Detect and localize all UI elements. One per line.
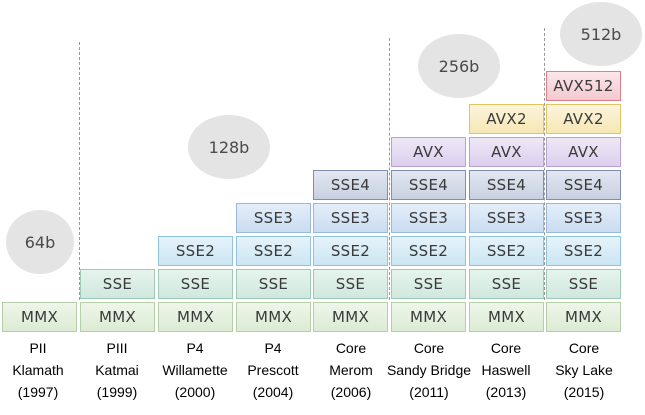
divider-256-512 [544, 28, 545, 300]
block-sse4: SSE4 [469, 170, 544, 200]
processor-name: Willamette [162, 362, 228, 378]
block-sse3: SSE3 [236, 203, 311, 233]
processor-year: (2015) [563, 384, 605, 400]
block-mmx: MMX [80, 302, 155, 332]
column-label-willamette: P4 Willamette (2000) [153, 337, 237, 403]
processor-name: Klamath [12, 362, 64, 378]
processor-family: P4 [186, 340, 204, 356]
bubble-512b: 512b [560, 2, 642, 66]
block-sse: SSE [313, 269, 388, 299]
block-sse2: SSE2 [469, 236, 544, 266]
processor-year: (2013) [485, 384, 527, 400]
block-mmx: MMX [158, 302, 233, 332]
processor-name: Sandy Bridge [386, 362, 472, 378]
block-avx2: AVX2 [546, 104, 621, 134]
bubble-128b: 128b [188, 115, 270, 179]
block-mmx: MMX [546, 302, 621, 332]
processor-name: Haswell [481, 362, 531, 378]
block-sse3: SSE3 [313, 203, 388, 233]
block-sse: SSE [80, 269, 155, 299]
block-mmx: MMX [2, 302, 77, 332]
block-sse2: SSE2 [236, 236, 311, 266]
block-sse2: SSE2 [158, 236, 233, 266]
processor-name: Prescott [247, 362, 299, 378]
block-mmx: MMX [469, 302, 544, 332]
block-sse3: SSE3 [469, 203, 544, 233]
block-sse4: SSE4 [313, 170, 388, 200]
processor-year: (2006) [330, 384, 372, 400]
block-sse3: SSE3 [391, 203, 466, 233]
bubble-64b: 64b [6, 210, 74, 274]
processor-year: (2011) [409, 384, 449, 400]
processor-name: Katmai [95, 362, 139, 378]
divider-128-256 [389, 38, 390, 300]
bubble-256b: 256b [418, 34, 500, 98]
processor-family: Core [413, 340, 445, 356]
processor-family: PIII [106, 340, 128, 356]
processor-year: (2004) [252, 384, 294, 400]
processor-family: P4 [264, 340, 282, 356]
processor-year: (2000) [174, 384, 216, 400]
block-mmx: MMX [313, 302, 388, 332]
block-sse2: SSE2 [391, 236, 466, 266]
processor-name: Sky Lake [555, 362, 613, 378]
processor-name: Merom [329, 362, 373, 378]
block-mmx: MMX [391, 302, 466, 332]
block-avx: AVX [546, 137, 621, 167]
divider-64-128 [79, 42, 80, 300]
processor-family: Core [335, 340, 367, 356]
column-label-katmai: PIII Katmai (1999) [75, 337, 159, 403]
column-label-sky-lake: Core Sky Lake (2015) [542, 337, 626, 403]
processor-family: Core [490, 340, 522, 356]
block-sse4: SSE4 [546, 170, 621, 200]
block-sse2: SSE2 [313, 236, 388, 266]
processor-year: (1997) [17, 384, 59, 400]
block-sse: SSE [391, 269, 466, 299]
block-avx512: AVX512 [546, 71, 621, 101]
block-avx: AVX [391, 137, 466, 167]
column-label-prescott: P4 Prescott (2004) [231, 337, 315, 403]
block-sse: SSE [158, 269, 233, 299]
processor-year: (1999) [96, 384, 138, 400]
block-mmx: MMX [236, 302, 311, 332]
block-sse4: SSE4 [391, 170, 466, 200]
column-label-klamath: PII Klamath (1997) [0, 337, 80, 403]
column-label-haswell: Core Haswell (2013) [464, 337, 548, 403]
block-sse: SSE [236, 269, 311, 299]
block-sse2: SSE2 [546, 236, 621, 266]
block-avx2: AVX2 [469, 104, 544, 134]
column-label-sandy-bridge: Core Sandy Bridge (2011) [380, 337, 478, 403]
processor-family: PII [29, 340, 47, 356]
column-label-merom: Core Merom (2006) [309, 337, 393, 403]
processor-family: Core [568, 340, 600, 356]
block-sse: SSE [469, 269, 544, 299]
block-sse3: SSE3 [546, 203, 621, 233]
block-avx: AVX [469, 137, 544, 167]
block-sse: SSE [546, 269, 621, 299]
